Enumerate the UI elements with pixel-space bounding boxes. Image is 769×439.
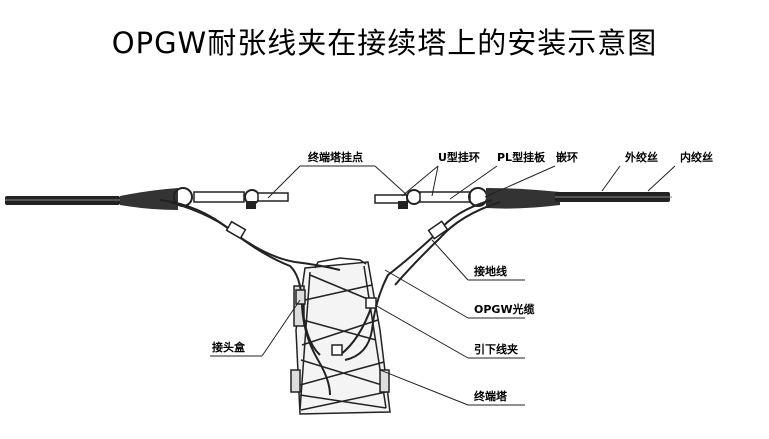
label-down-lead-clamp: 引下线夹 bbox=[474, 342, 518, 356]
label-thimble-ring: 嵌环 bbox=[556, 150, 578, 164]
label-inner-strand: 内绞丝 bbox=[680, 150, 713, 164]
label-opgw-cable: OPGW光缆 bbox=[474, 302, 535, 316]
right-strand-assembly bbox=[374, 187, 672, 209]
label-ground-wire: 接地线 bbox=[474, 264, 507, 278]
label-pl-plate: PL型挂板 bbox=[497, 150, 546, 164]
left-strand-assembly bbox=[5, 187, 289, 210]
diagram-title: OPGW耐张线夹在接续塔上的安装示意图 bbox=[111, 26, 658, 60]
terminal-tower bbox=[290, 257, 391, 415]
label-terminal-tower: 终端塔 bbox=[474, 389, 508, 403]
down-lead-clamps bbox=[225, 220, 449, 356]
opgw-cable-leads bbox=[159, 199, 501, 396]
label-tower-hanging-point: 终端塔挂点 bbox=[308, 150, 363, 164]
leader-lines bbox=[210, 165, 676, 406]
label-outer-strand: 外绞丝 bbox=[624, 150, 658, 164]
label-splice-box: 接头盒 bbox=[212, 340, 246, 354]
label-u-shackle: U型挂环 bbox=[438, 150, 480, 164]
